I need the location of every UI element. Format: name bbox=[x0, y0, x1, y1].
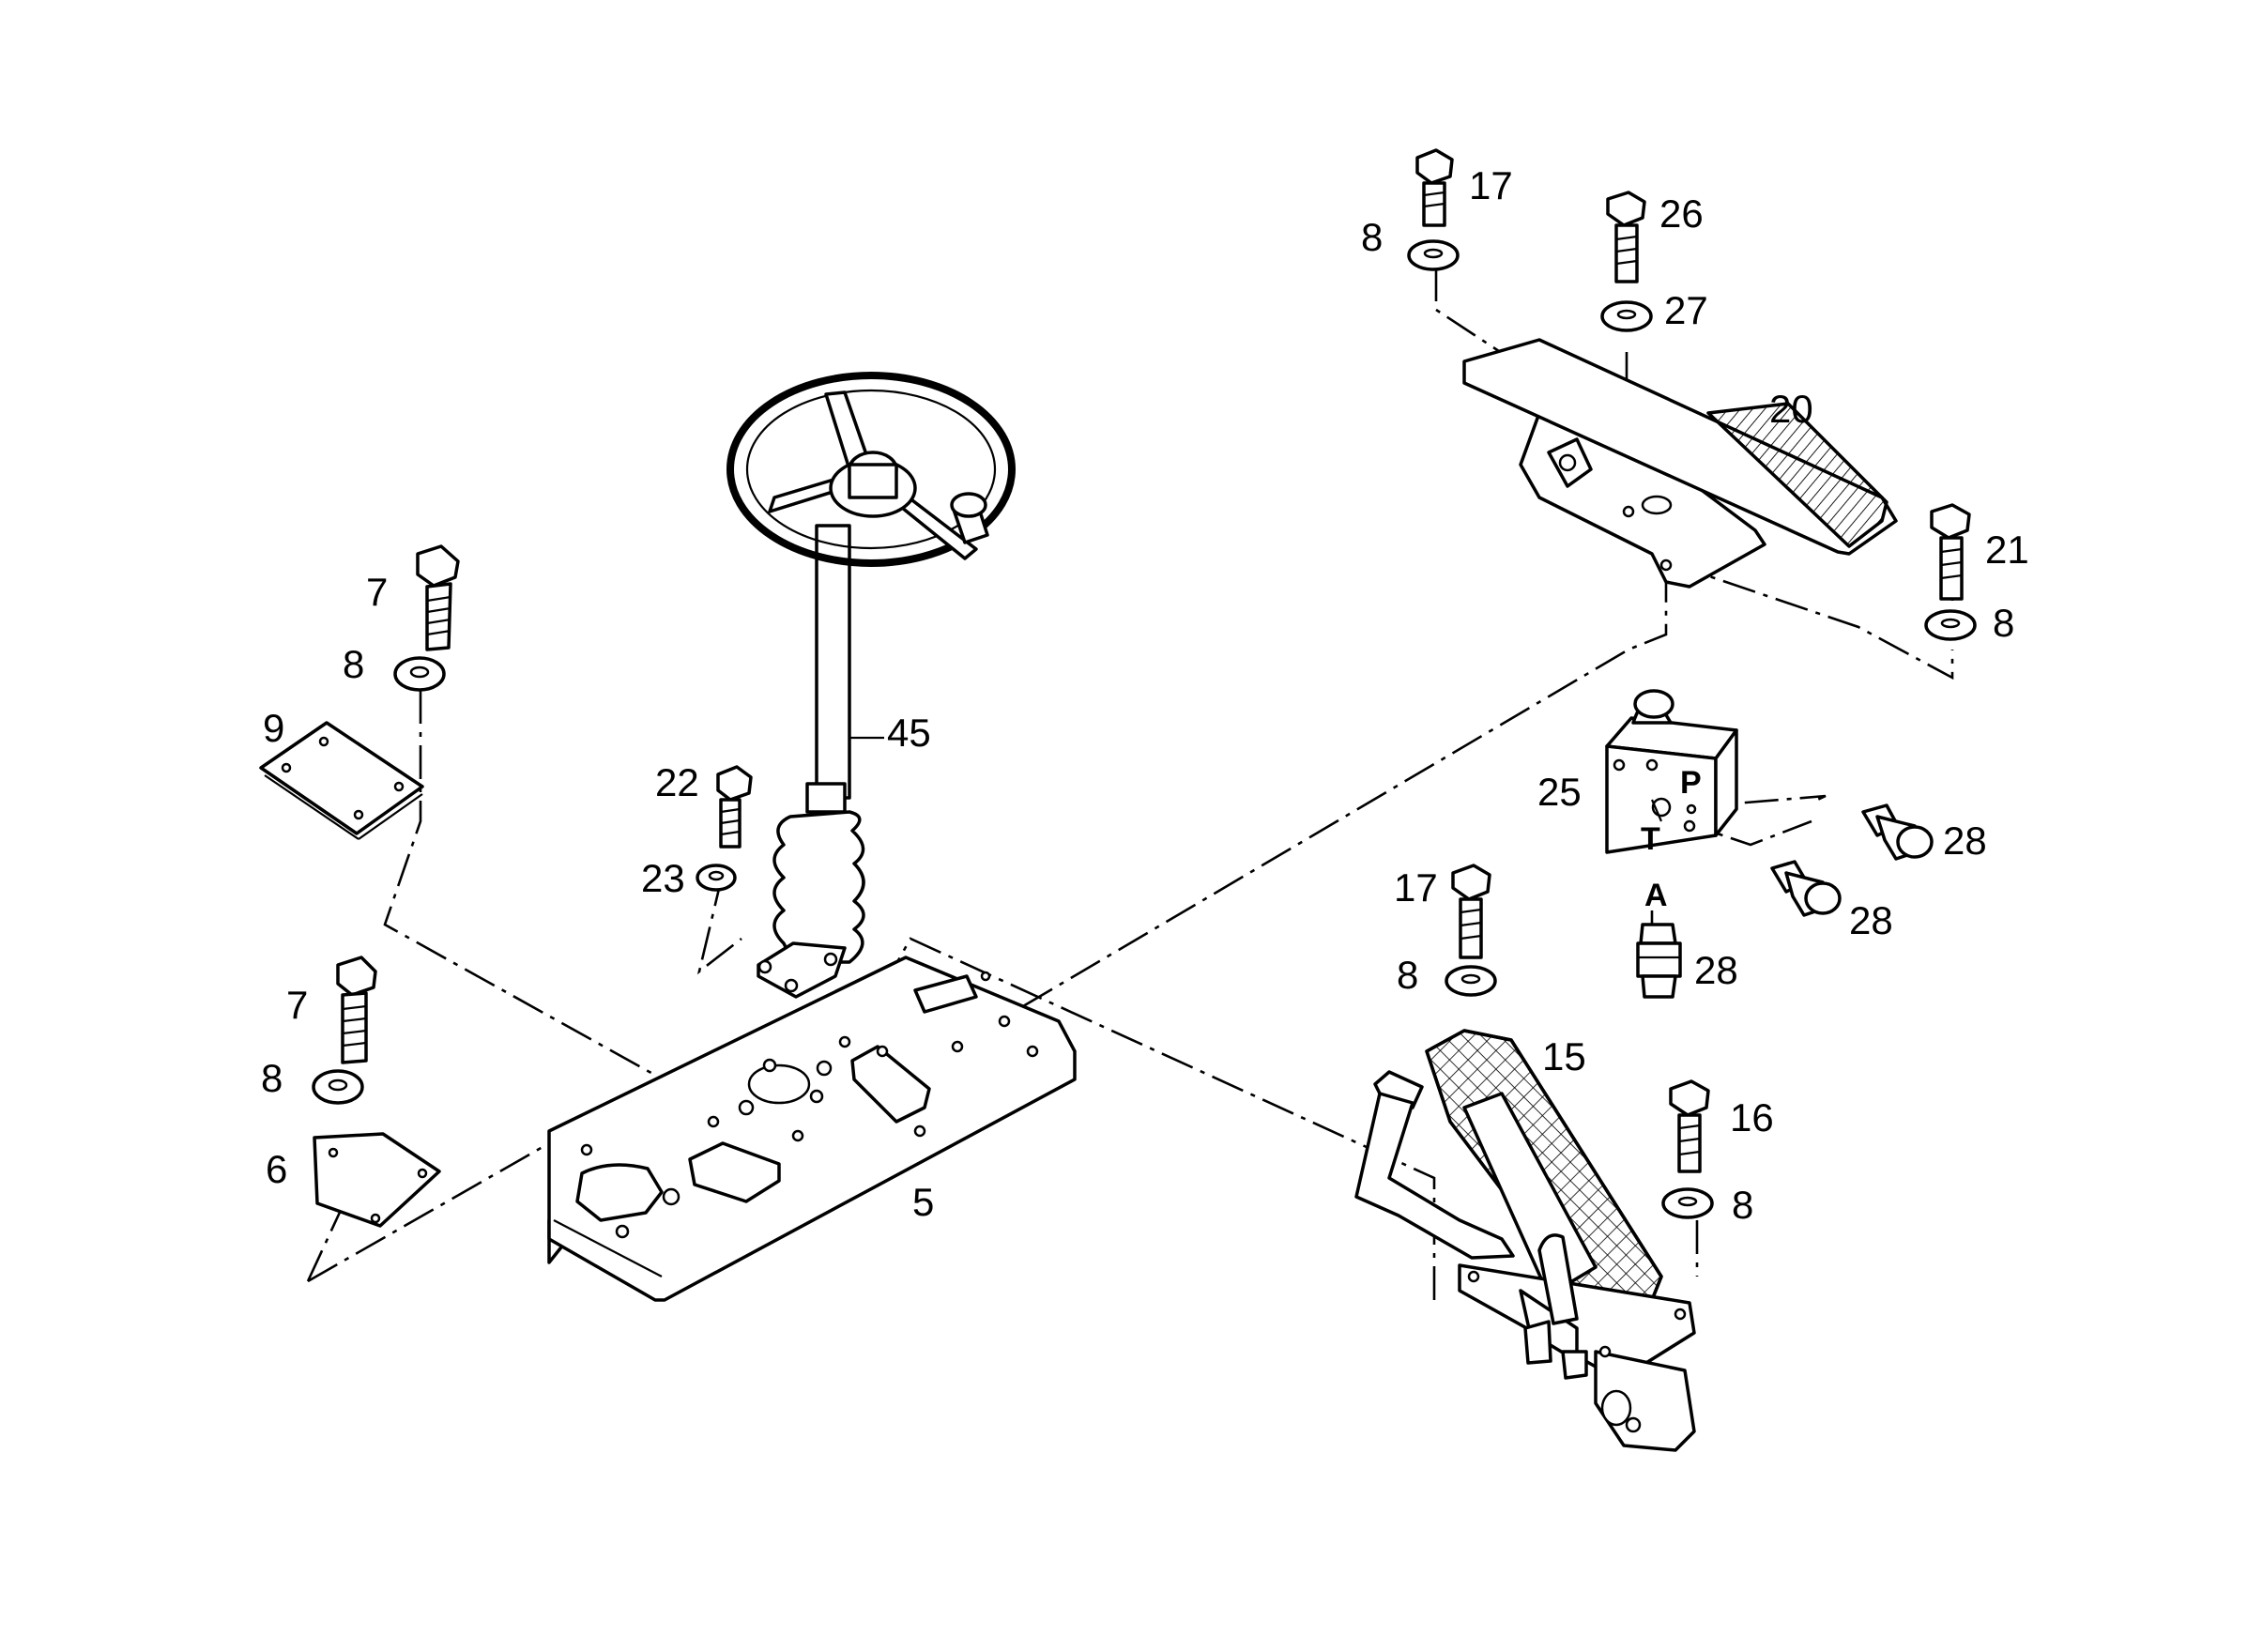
washer-27 bbox=[1600, 300, 1653, 332]
washer-8-bottom bbox=[1661, 1187, 1714, 1219]
label-8-bottom: 8 bbox=[1732, 1183, 1753, 1227]
pedal-20 bbox=[1462, 338, 1898, 589]
label-45: 45 bbox=[887, 711, 931, 755]
bolt-21 bbox=[1930, 503, 1971, 601]
label-20: 20 bbox=[1769, 387, 1813, 431]
bolt-7-upper bbox=[416, 544, 460, 651]
label-25: 25 bbox=[1537, 770, 1582, 814]
fitting-28-bottom bbox=[1636, 923, 1682, 999]
washer-8-upper bbox=[393, 656, 446, 692]
label-21: 21 bbox=[1985, 528, 2029, 572]
label-26: 26 bbox=[1659, 191, 1704, 236]
label-16: 16 bbox=[1730, 1095, 1774, 1140]
port-t: T bbox=[1641, 821, 1660, 857]
label-7-lower: 7 bbox=[286, 983, 308, 1027]
label-7-upper: 7 bbox=[366, 570, 388, 614]
washer-8-lower bbox=[312, 1069, 364, 1105]
label-9: 9 bbox=[263, 706, 284, 750]
label-28-right: 28 bbox=[1943, 818, 1987, 863]
cover-plate-6 bbox=[313, 1132, 441, 1228]
steering-wheel bbox=[726, 372, 1016, 567]
label-8-upper: 8 bbox=[343, 642, 364, 686]
pedal-15 bbox=[1354, 1029, 1696, 1452]
callout-labels: 7 8 9 7 8 6 22 23 45 5 17 8 26 27 20 21 … bbox=[261, 163, 2029, 1227]
label-27: 27 bbox=[1664, 288, 1708, 332]
valve-block-25 bbox=[1605, 689, 1738, 854]
floor-plate bbox=[547, 956, 1077, 1302]
port-p: P bbox=[1680, 765, 1702, 801]
label-17-lower: 17 bbox=[1394, 865, 1438, 910]
bolt-17-top bbox=[1415, 148, 1454, 227]
label-15: 15 bbox=[1542, 1034, 1586, 1078]
port-a: A bbox=[1644, 878, 1668, 913]
washer-8-lower-right bbox=[1445, 965, 1497, 997]
steering-column bbox=[757, 524, 865, 999]
washer-23 bbox=[696, 864, 737, 892]
bolt-7-lower bbox=[336, 956, 377, 1064]
label-5: 5 bbox=[912, 1180, 934, 1224]
cover-plate-9 bbox=[259, 721, 424, 840]
label-28-mid: 28 bbox=[1849, 898, 1893, 942]
bolt-16 bbox=[1669, 1079, 1710, 1173]
label-8-lower: 8 bbox=[261, 1056, 283, 1100]
label-17-top: 17 bbox=[1469, 163, 1513, 207]
fitting-28-right bbox=[1861, 803, 1934, 861]
label-23: 23 bbox=[641, 856, 685, 900]
bolt-22 bbox=[716, 765, 753, 849]
washer-8-right bbox=[1924, 609, 1977, 641]
fitting-28-mid bbox=[1770, 860, 1842, 917]
label-28-bottom: 28 bbox=[1694, 948, 1738, 992]
label-8-top: 8 bbox=[1361, 215, 1383, 259]
label-8-lower-right: 8 bbox=[1397, 953, 1418, 997]
label-6: 6 bbox=[266, 1147, 287, 1191]
washer-8-top bbox=[1407, 239, 1460, 271]
label-22: 22 bbox=[655, 760, 699, 804]
port-labels: P T A bbox=[1641, 765, 1702, 913]
bolt-17-lower bbox=[1451, 864, 1491, 959]
bolt-26 bbox=[1606, 191, 1646, 283]
label-8-right: 8 bbox=[1993, 601, 2014, 645]
